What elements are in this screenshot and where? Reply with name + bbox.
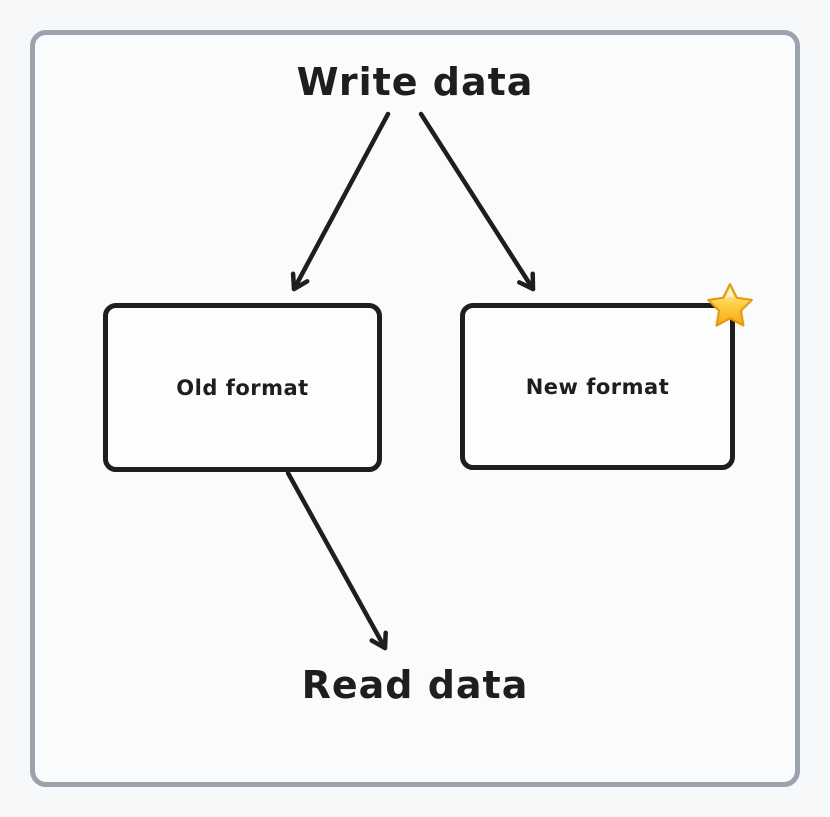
star-icon — [707, 283, 753, 327]
node-new-format-label: New format — [525, 374, 670, 399]
node-new-format: New format — [460, 283, 753, 470]
node-old-format: Old format — [103, 303, 382, 472]
write-data-label: Write data — [296, 60, 534, 104]
read-data-label: Read data — [301, 663, 529, 707]
node-old-format-label: Old format — [176, 375, 309, 400]
